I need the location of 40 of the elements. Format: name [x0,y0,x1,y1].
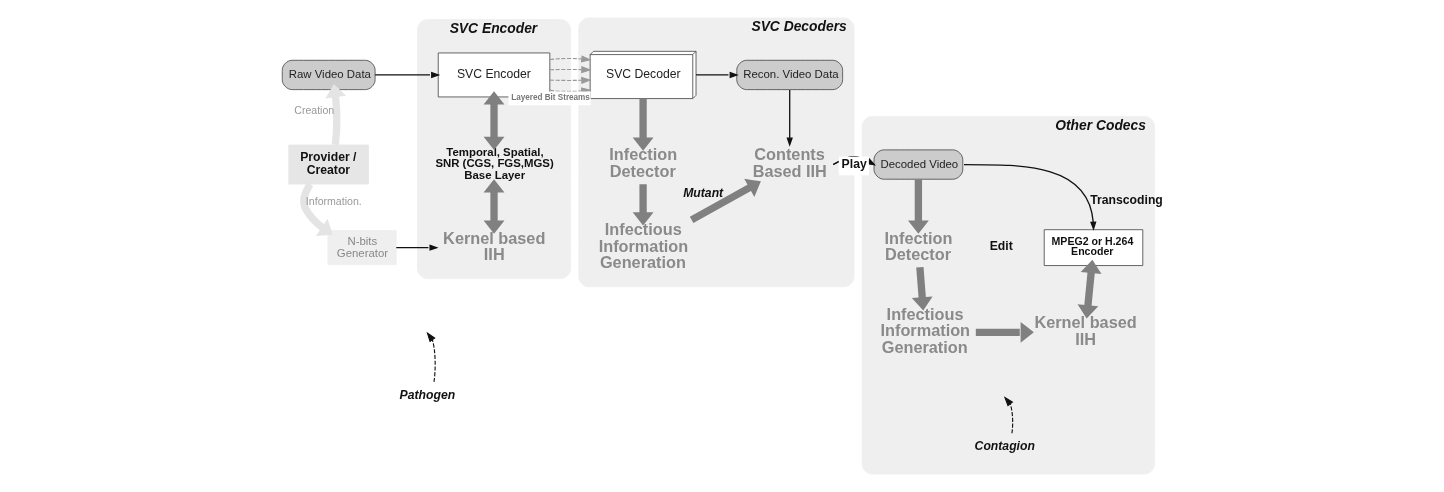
arrow [299,182,333,237]
node-text: Kernel based IIH [1033,313,1137,348]
arrow [483,179,504,234]
arrow [786,89,793,147]
node-box: Decoded Video [873,149,963,180]
edge-label: Creation [293,104,334,117]
edge-label: Transcoding [1089,193,1163,208]
arrow [694,71,739,79]
edge-label: Information. [305,195,362,208]
arrow [425,331,436,383]
edge-label: Mutant [682,186,723,201]
node-text: Infection Detector [884,228,952,263]
node-text: Infectious Information Generation [880,305,970,356]
arrow [907,179,929,234]
node-text: Infectious Information Generation [598,220,688,271]
node-text: Infection Detector [608,145,677,180]
node-text: Temporal, Spatial, SNR (CGS, FGS,MGS) Base Layer [434,145,554,181]
node-text: Kernel based IIH [442,228,545,263]
node-box: Raw Video Data [281,59,375,90]
arrow [632,98,653,151]
node-text: Contents Based IIH [752,145,827,180]
node-text: Pathogen [399,387,455,402]
arrow [324,84,346,146]
node-box: MPEG2 or H.264 Encoder [1043,229,1143,266]
arrow [689,178,761,224]
node-box: Provider / Creator [287,144,369,185]
node-box: N-bits Generator [326,230,397,266]
arrow [548,76,592,84]
label: Edit [989,238,1013,253]
arrow [548,55,592,63]
arrow [548,65,592,74]
arrow [1003,396,1013,434]
arrow [395,244,439,251]
node-box: Recon. Video Data [735,59,843,90]
arrow [1077,259,1101,319]
arrow [962,163,1096,231]
arrow [483,91,504,151]
arrow [373,71,440,79]
node-text: Contagion [974,439,1035,454]
edge-label: Layered Bit Streams [510,92,590,102]
